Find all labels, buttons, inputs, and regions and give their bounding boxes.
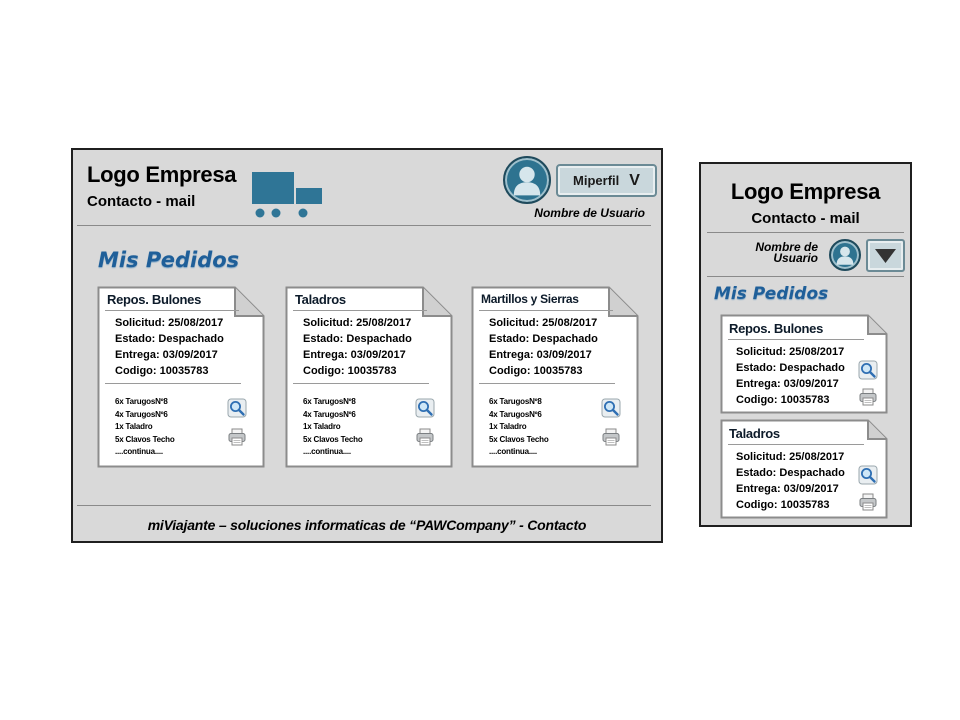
order-solicitud: Solicitud: 25/08/2017 bbox=[736, 451, 845, 463]
order-estado: Estado: Despachado bbox=[115, 333, 224, 345]
order-title: Repos. Bulones bbox=[729, 321, 824, 336]
order-title: Taladros bbox=[729, 426, 780, 441]
order-entrega: Entrega: 03/09/2017 bbox=[303, 349, 406, 361]
header-divider bbox=[77, 225, 651, 226]
order-card[interactable]: Taladros Solicitud: 25/08/2017 Estado: D… bbox=[285, 286, 453, 468]
order-codigo: Codigo: 10035783 bbox=[115, 365, 209, 377]
list-item: 1x Taladro bbox=[115, 422, 153, 431]
card-divider bbox=[728, 339, 864, 340]
order-meta: Solicitud: 25/08/2017 Estado: Despachado… bbox=[736, 344, 845, 408]
footer-divider bbox=[77, 505, 651, 506]
order-title: Taladros bbox=[295, 292, 346, 307]
card-divider bbox=[293, 310, 427, 311]
order-meta: Solicitud: 25/08/2017 Estado: Despachado… bbox=[736, 449, 845, 513]
printer-icon[interactable] bbox=[415, 427, 435, 447]
order-solicitud: Solicitud: 25/08/2017 bbox=[736, 346, 845, 358]
order-card[interactable]: Repos. Bulones Solicitud: 25/08/2017 Est… bbox=[720, 314, 888, 414]
my-profile-button[interactable]: Miperfil V bbox=[556, 164, 657, 197]
printer-icon[interactable] bbox=[227, 427, 247, 447]
profile-button-label: Miperfil bbox=[573, 173, 620, 188]
order-estado: Estado: Despachado bbox=[489, 333, 598, 345]
list-item: ....continua.... bbox=[115, 447, 163, 456]
magnifier-icon[interactable] bbox=[858, 465, 878, 485]
order-entrega: Entrega: 03/09/2017 bbox=[736, 483, 839, 495]
order-solicitud: Solicitud: 25/08/2017 bbox=[303, 317, 412, 329]
order-meta: Solicitud: 25/08/2017 Estado: Despachado… bbox=[489, 315, 598, 379]
list-item: 4x TarugosNº6 bbox=[303, 409, 356, 419]
order-card[interactable]: Repos. Bulones Solicitud: 25/08/2017 Est… bbox=[97, 286, 265, 468]
card-divider bbox=[105, 383, 241, 384]
card-divider bbox=[728, 444, 864, 445]
header-divider bbox=[707, 232, 904, 233]
menu-dropdown-button[interactable] bbox=[866, 239, 905, 272]
order-items-list: 6x TarugosNº8 4x TarugosNº6 1x Taladro 5… bbox=[115, 396, 175, 459]
chevron-down-icon: V bbox=[629, 171, 640, 189]
order-items-list: 6x TarugosNº8 4x TarugosNº6 1x Taladro 5… bbox=[489, 396, 549, 459]
printer-icon[interactable] bbox=[858, 492, 878, 512]
magnifier-icon[interactable] bbox=[601, 398, 621, 418]
order-entrega: Entrega: 03/09/2017 bbox=[115, 349, 218, 361]
order-meta: Solicitud: 25/08/2017 Estado: Despachado… bbox=[303, 315, 412, 379]
section-divider bbox=[707, 276, 904, 277]
order-codigo: Codigo: 10035783 bbox=[489, 365, 583, 377]
list-item: 1x Taladro bbox=[489, 422, 527, 431]
order-estado: Estado: Despachado bbox=[736, 362, 845, 374]
card-divider bbox=[479, 310, 613, 311]
order-codigo: Codigo: 10035783 bbox=[303, 365, 397, 377]
footer-text[interactable]: miViajante – soluciones informaticas de … bbox=[147, 517, 587, 533]
username-label: Nombre de Usuario bbox=[755, 240, 818, 265]
magnifier-icon[interactable] bbox=[227, 398, 247, 418]
printer-icon[interactable] bbox=[601, 427, 621, 447]
list-item: 1x Taladro bbox=[303, 422, 341, 431]
logo-title: Logo Empresa bbox=[87, 162, 237, 187]
username-label: Nombre de Usuario bbox=[534, 206, 645, 220]
desktop-frame: Logo Empresa Contacto - mail Miperfil V … bbox=[71, 148, 663, 543]
order-solicitud: Solicitud: 25/08/2017 bbox=[489, 317, 598, 329]
list-item: 6x TarugosNº8 bbox=[115, 397, 168, 406]
section-title: Mis Pedidos bbox=[98, 248, 240, 272]
mobile-frame: Logo Empresa Contacto - mail Nombre de U… bbox=[699, 162, 912, 527]
order-meta: Solicitud: 25/08/2017 Estado: Despachado… bbox=[115, 315, 224, 379]
logo-title: Logo Empresa bbox=[730, 179, 881, 204]
order-solicitud: Solicitud: 25/08/2017 bbox=[115, 317, 224, 329]
order-estado: Estado: Despachado bbox=[736, 467, 845, 479]
username-line: Usuario bbox=[773, 251, 818, 265]
card-divider bbox=[105, 310, 239, 311]
order-card[interactable]: Martillos y Sierras Solicitud: 25/08/201… bbox=[471, 286, 639, 468]
card-divider bbox=[293, 383, 429, 384]
user-avatar-icon[interactable] bbox=[503, 156, 551, 204]
magnifier-icon[interactable] bbox=[415, 398, 435, 418]
order-entrega: Entrega: 03/09/2017 bbox=[736, 378, 839, 390]
triangle-down-icon bbox=[875, 249, 896, 263]
list-item: 4x TarugosNº6 bbox=[115, 409, 168, 419]
contact-mail-link[interactable]: Contacto - mail bbox=[751, 210, 860, 227]
username-line: Nombre de bbox=[755, 240, 818, 254]
contact-mail-link[interactable]: Contacto - mail bbox=[87, 193, 196, 210]
list-item: 6x TarugosNº8 bbox=[303, 397, 356, 406]
order-card[interactable]: Taladros Solicitud: 25/08/2017 Estado: D… bbox=[720, 419, 888, 519]
order-estado: Estado: Despachado bbox=[303, 333, 412, 345]
section-title: Mis Pedidos bbox=[714, 284, 829, 304]
list-item: 5x Clavos Techo bbox=[303, 434, 363, 444]
magnifier-icon[interactable] bbox=[858, 360, 878, 380]
order-items-list: 6x TarugosNº8 4x TarugosNº6 1x Taladro 5… bbox=[303, 396, 363, 459]
user-avatar-icon[interactable] bbox=[829, 239, 861, 271]
printer-icon[interactable] bbox=[858, 387, 878, 407]
list-item: ....continua.... bbox=[303, 447, 351, 456]
card-divider bbox=[479, 383, 615, 384]
list-item: 5x Clavos Techo bbox=[115, 434, 175, 444]
order-entrega: Entrega: 03/09/2017 bbox=[489, 349, 592, 361]
order-title: Repos. Bulones bbox=[107, 292, 202, 307]
truck-icon bbox=[252, 172, 322, 218]
list-item: 4x TarugosNº6 bbox=[489, 409, 542, 419]
list-item: ....continua.... bbox=[489, 447, 537, 456]
list-item: 6x TarugosNº8 bbox=[489, 397, 542, 406]
order-codigo: Codigo: 10035783 bbox=[736, 394, 830, 406]
order-title: Martillos y Sierras bbox=[481, 292, 579, 306]
list-item: 5x Clavos Techo bbox=[489, 434, 549, 444]
order-codigo: Codigo: 10035783 bbox=[736, 499, 830, 511]
